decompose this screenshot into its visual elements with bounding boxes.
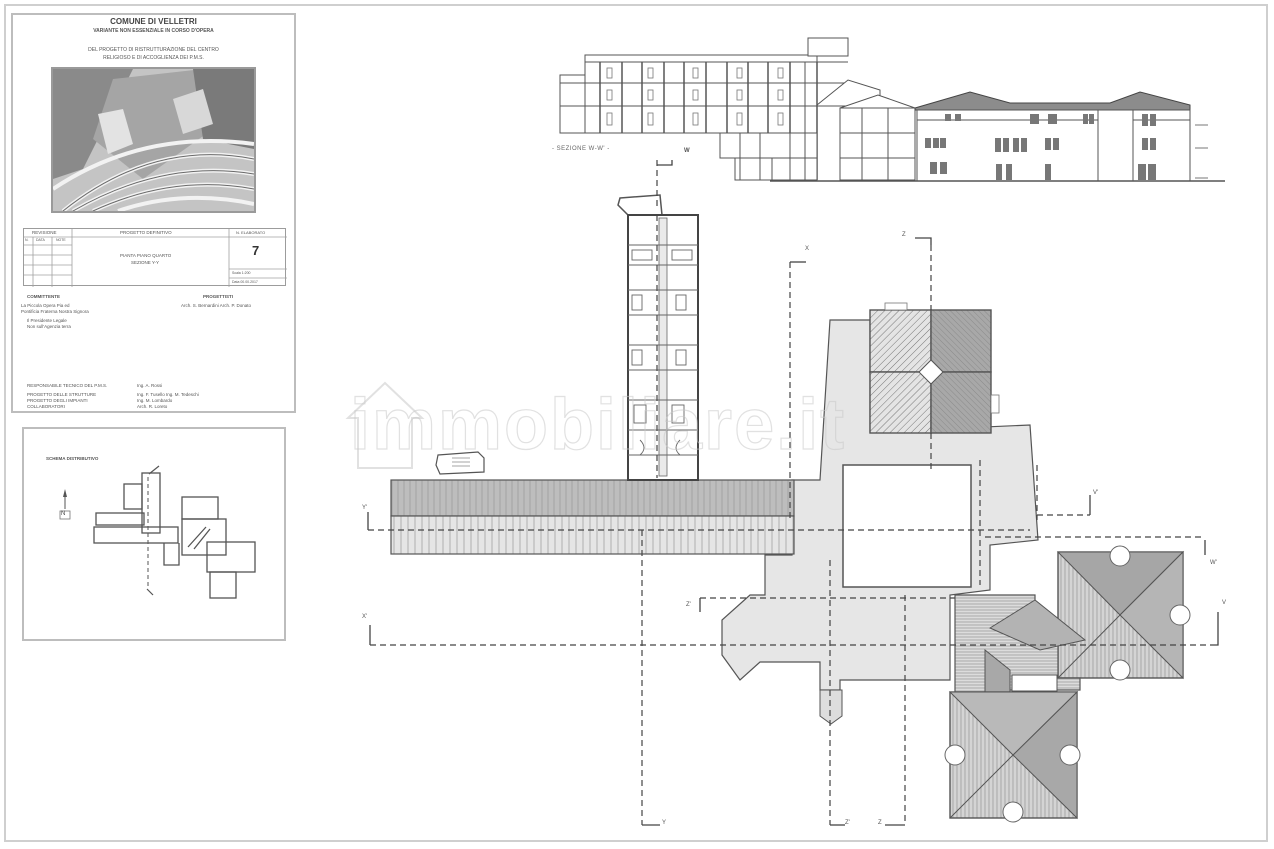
revision-col-n: N. xyxy=(25,238,29,242)
aerial-view-illustration xyxy=(53,69,254,211)
section-lines xyxy=(368,160,1210,825)
variant-subtitle: VARIANTE NON ESSENZIALE IN CORSO D'OPERA xyxy=(93,28,214,34)
section-mark-right-low: V xyxy=(1222,600,1227,606)
section-elevation-label: - SEZIONE W-W' - xyxy=(552,146,610,152)
designers-names: Arch. S. Bernardini Arch. P. Donato xyxy=(181,303,251,308)
title-block: COMUNE DI VELLETRI VARIANTE NON ESSENZIA… xyxy=(11,13,296,413)
rtp-label: RESPONSABILE TECNICO DEL P.M.S. xyxy=(27,383,108,388)
drawing-title-line-2: SEZIONE Y-Y xyxy=(131,260,160,265)
section-mark-bottom-mid: Z' xyxy=(845,820,850,826)
systems-label: PROGETTO DEGLI IMPIANTI xyxy=(27,398,88,403)
drawing-info-table: REVISIONE N. DATA NOTE PROGETTO DEFINITI… xyxy=(23,228,287,287)
tower-wing xyxy=(435,194,699,481)
sheet-number: 7 xyxy=(252,243,260,258)
key-plan-title: SCHEMA DISTRIBUTIVO xyxy=(46,456,99,461)
scale-value: Scala 1:200 xyxy=(232,271,251,275)
project-line-1: DEL PROGETTO DI RISTRUTTURAZIONE DEL CEN… xyxy=(88,47,219,53)
section-mark-mid-low: Z' xyxy=(686,602,691,608)
designers-header: PROGETTISTI xyxy=(203,294,234,299)
sheet-number-header: N. ELABORATO xyxy=(236,230,266,235)
roof-bottom-square xyxy=(944,690,1081,823)
revision-col-date: DATA xyxy=(36,238,45,242)
key-plan: SCHEMA DISTRIBUTIVO N xyxy=(22,427,286,641)
section-mark-left-low: X' xyxy=(362,614,368,620)
municipality-title: COMUNE DI VELLETRI xyxy=(110,17,197,26)
section-mark-bottom-left: Y xyxy=(662,820,667,826)
3d-render-image xyxy=(51,67,256,213)
section-arrows xyxy=(367,160,1219,826)
section-mark-x-left: X xyxy=(805,246,810,252)
project-line-2: RELIGIOSO E DI ACCOGLIENZA DEI P.M.S. xyxy=(103,55,204,61)
drawing-title-line-1: PIANTA PIANO QUARTO xyxy=(120,253,172,258)
roof-top-square xyxy=(869,302,1000,434)
section-mark-bottom-right: Z xyxy=(878,820,882,826)
revision-header: REVISIONE xyxy=(32,230,57,235)
systems-name: Ing. M. Lombardo xyxy=(137,398,173,403)
project-phase-header: PROGETTO DEFINITIVO xyxy=(120,230,172,235)
key-plan-diagram xyxy=(59,465,256,599)
section-mark-left-mid: Y' xyxy=(362,505,368,511)
date-value: Data 00.00.2017 xyxy=(232,280,258,284)
client-header: COMMITTENTE xyxy=(27,294,60,299)
collaborators-name: Arch. R. Loreto xyxy=(137,404,168,409)
section-mark-right-upper: V' xyxy=(1093,490,1099,496)
project-description: DEL PROGETTO DI RISTRUTTURAZIONE DEL CEN… xyxy=(13,46,294,62)
structures-name: Ing. F. Tusello Ing. M. Tedeschi xyxy=(137,392,199,397)
revision-col-notes: NOTE xyxy=(56,238,66,242)
client-line-4: Non sull'Agenzia terra xyxy=(27,324,71,329)
table-grid xyxy=(24,229,287,287)
client-line-3: Il Presidente Legale xyxy=(27,318,67,323)
roof-right-square xyxy=(1056,545,1191,681)
client-line-2: Pontificia Fraterna Nostra Signora xyxy=(21,309,89,314)
north-label: N xyxy=(61,511,66,517)
structures-label: PROGETTO DELLE STRUTTURE xyxy=(27,392,97,397)
section-mark-right-mid: W' xyxy=(1210,560,1217,566)
section-mark-z-top: Z xyxy=(902,232,906,238)
section-mark-top-tower: W xyxy=(684,148,690,154)
section-elevation xyxy=(559,37,1225,182)
rtp-name: Ing. A. Rossi xyxy=(137,383,163,388)
collaborators-label: COLLABORATORI xyxy=(27,404,65,409)
client-line-1: La Piccola Opera Pia ed xyxy=(21,303,70,308)
